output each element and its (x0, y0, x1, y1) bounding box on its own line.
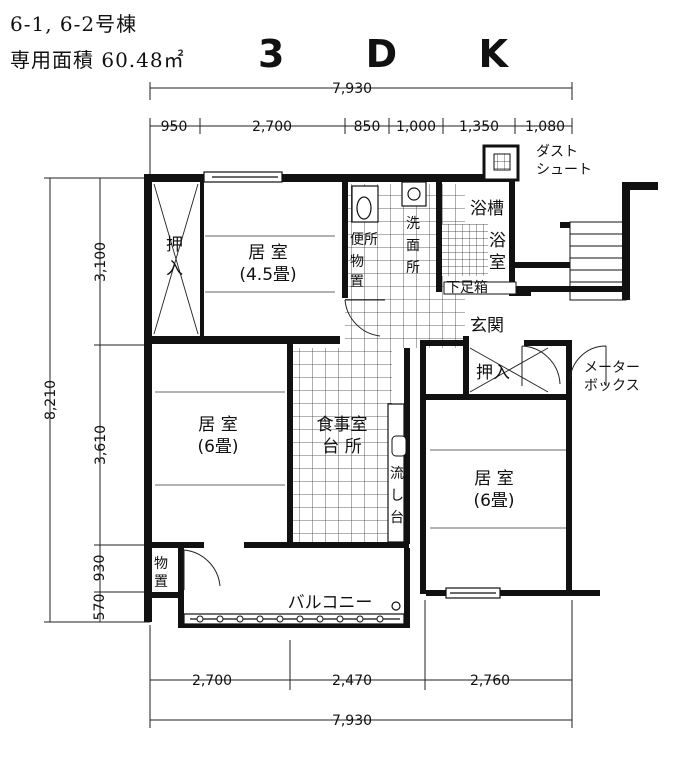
windows (183, 171, 501, 625)
balcony-label: バルコニー (288, 593, 373, 613)
bottom-segment-2: 2,470 (332, 673, 372, 689)
left-segment-1: 3,100 (93, 242, 109, 282)
closet-left-label-2: 入 (166, 259, 183, 279)
entrance-label: 玄関 (470, 316, 504, 336)
bathtub-label: 浴槽 (470, 199, 504, 219)
balcony-railing (196, 615, 384, 623)
stairs (515, 182, 658, 301)
bathroom-label-2: 室 (489, 253, 506, 273)
bottom-segment-3: 2,760 (470, 673, 510, 689)
balcony-drain (391, 601, 401, 611)
stove-fixture (391, 435, 407, 457)
door-swings (183, 299, 607, 590)
room1-size: (4.5畳) (239, 265, 296, 285)
closet-right-cross (469, 347, 549, 393)
dining-label: 食事室 (317, 415, 368, 435)
left-dimensions (44, 177, 150, 623)
closet-left-label-1: 押 (166, 235, 183, 255)
bathroom-floor-tiles (440, 224, 488, 276)
room3-label: 居 室 (474, 469, 513, 489)
sink-label-2: し (390, 488, 404, 504)
sink-label-1: 流 (390, 466, 404, 482)
top-dimensions (149, 82, 573, 175)
bottom-segment-1: 2,700 (192, 673, 232, 689)
tatami-lines (155, 235, 566, 529)
bottom-total-dimension: 7,930 (332, 713, 372, 729)
washroom-label-1: 洗 (406, 216, 420, 232)
washroom-label-3: 所 (406, 260, 420, 276)
storage-mid-label-1: 物 (350, 254, 364, 270)
dust-chute (482, 144, 520, 182)
left-segment-3: 930 (92, 555, 108, 582)
left-segment-2: 3,610 (93, 425, 109, 465)
room3-size: (6畳) (473, 491, 514, 511)
top-segment-3: 850 (354, 119, 381, 135)
bottom-dimensions (149, 600, 573, 728)
storage-balcony-label-1: 物 (154, 556, 168, 572)
shoe-box-fixture (443, 281, 517, 295)
left-segment-4: 570 (92, 594, 108, 621)
washbasin-fixture (401, 181, 427, 207)
toilet-fixture (351, 185, 379, 223)
top-segment-6: 1,080 (525, 119, 565, 135)
room1-label: 居 室 (248, 243, 287, 263)
top-segment-2: 2,700 (252, 119, 292, 135)
meter-box-label-1: メーター (584, 360, 640, 376)
top-segment-4: 1,000 (396, 119, 436, 135)
bathroom-label-1: 浴 (489, 231, 506, 251)
room2-label: 居 室 (198, 415, 237, 435)
dust-chute-label-1: ダスト (536, 144, 578, 160)
toilet-label: 便所 (350, 232, 378, 248)
top-total-dimension: 7,930 (332, 81, 372, 97)
floor-area-label: 専用面積 60.48㎡ (10, 48, 185, 72)
meter-box-label-2: ボックス (584, 378, 640, 394)
closet-right-label: 押入 (476, 363, 510, 383)
closet-left-cross (153, 183, 199, 335)
top-segment-5: 1,350 (459, 119, 499, 135)
storage-mid-label-2: 置 (350, 274, 364, 290)
building-number: 6-1, 6-2号棟 (10, 12, 138, 36)
room2-size: (6畳) (197, 437, 238, 457)
shoe-box-label: 下足箱 (446, 280, 488, 296)
kitchen-label: 台 所 (322, 437, 361, 457)
storage-balcony-label-2: 置 (154, 574, 168, 590)
top-segment-1: 950 (161, 119, 188, 135)
left-total-dimension: 8,210 (43, 380, 59, 420)
dust-chute-label-2: シュート (536, 162, 592, 178)
dining-floor-tiles (292, 348, 392, 543)
layout-type: 3 D K (258, 32, 542, 76)
washroom-label-2: 面 (406, 238, 420, 254)
sink-label-3: 台 (390, 510, 404, 526)
